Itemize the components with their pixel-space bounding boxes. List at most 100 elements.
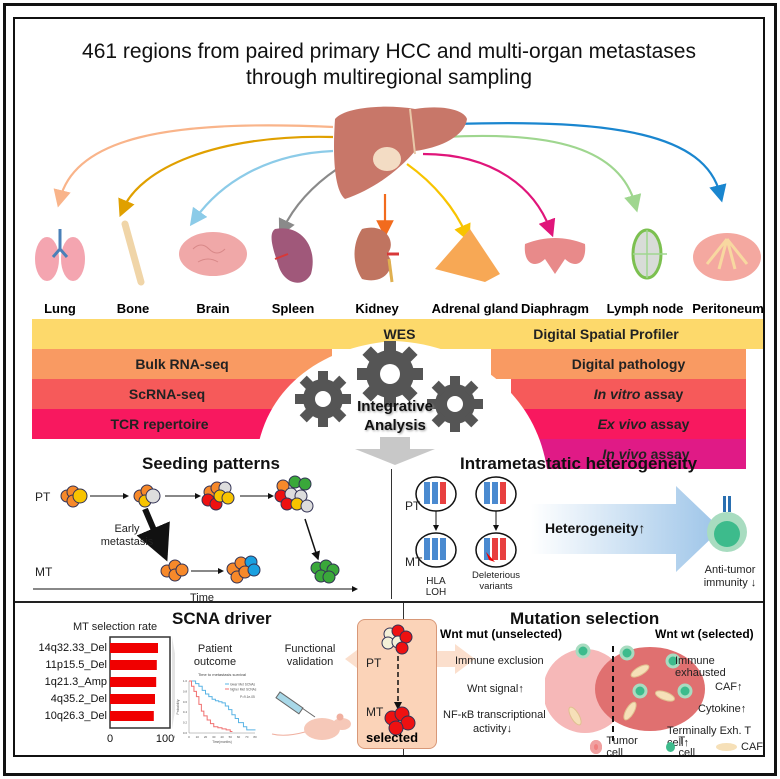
figure-outer-frame <box>3 3 777 776</box>
syringe-icon <box>275 691 316 718</box>
hla-mt-cell <box>415 532 457 568</box>
mt-clone-1 <box>160 559 189 582</box>
x-tick-label: 100% <box>156 733 175 745</box>
cell-legend: Tumor cell T cell CAF <box>590 735 763 757</box>
main-title: 461 regions from paired primary HCC and … <box>15 39 763 91</box>
het-mt-label: MT <box>405 555 423 569</box>
box-pt-label: PT <box>366 656 382 670</box>
integrative-dome <box>255 341 547 469</box>
hla-pt-cell <box>415 476 457 512</box>
organ-label-lung: Lung <box>44 301 76 316</box>
tumor-spot <box>373 147 401 171</box>
pt-clone-1 <box>60 485 88 508</box>
organ-label-adrenal-gland: Adrenal gland <box>431 301 519 316</box>
method-in-vivo-assay: In vivo assay <box>526 439 746 469</box>
liver-icon <box>334 106 467 199</box>
km-title: Time to metastasis survival <box>198 672 246 677</box>
gear-icon-right <box>427 376 483 432</box>
pt-clone-3 <box>201 481 235 511</box>
method-scrna-seq: ScRNA-seq <box>32 379 302 409</box>
x-tick-label: 0 <box>107 733 113 745</box>
km-x-tick: 0 <box>188 735 190 739</box>
km-x-tick: 80 <box>253 735 257 739</box>
arrow-bone <box>118 135 334 218</box>
lung-icon <box>35 229 85 281</box>
seeding-mt-label: MT <box>35 565 53 579</box>
middle-divider <box>391 469 392 599</box>
method-ex-vivo-assay: Ex vivo assay <box>521 409 746 439</box>
diaphragm-icon <box>524 238 586 274</box>
t-cell-legend-icon <box>665 742 675 752</box>
pt-clone-4 <box>274 475 314 513</box>
km-x-tick: 70 <box>245 735 249 739</box>
hla-loh-label: HLA LOH <box>425 576 447 598</box>
zoom-chevron <box>172 637 175 729</box>
adrenal-gland-icon <box>435 229 500 282</box>
seeding-diagram <box>33 475 358 592</box>
scna-driver-title: SCNA driver <box>172 609 272 628</box>
km-x-tick: 30 <box>212 735 216 739</box>
legend-caf: CAF <box>741 741 763 753</box>
wnt-mut-item-1: Immune exclusion <box>455 655 544 667</box>
title-line-1: 461 regions from paired primary HCC and … <box>82 40 696 63</box>
selection-rate-chart: 14q32.33_Del11p15.5_Del1q21.3_Amp4q35.2_… <box>38 636 175 745</box>
km-x-tick: 60 <box>237 735 241 739</box>
bar-label: 4q35.2_Del <box>51 693 107 705</box>
seeding-pt-label: PT <box>35 490 51 504</box>
graphical-abstract: 461 regions from paired primary HCC and … <box>13 17 765 757</box>
organ-label-peritoneum: Peritoneum <box>692 301 764 316</box>
km-pvalue: P=9.1e-05 <box>240 695 255 699</box>
seeding-patterns-title: Seeding patterns <box>142 454 280 473</box>
arrow-lung <box>53 124 334 208</box>
pt-clone-2 <box>133 484 161 508</box>
selection-box: PT MT selected <box>357 619 437 749</box>
wnt-wt-item-2: CAF↑ <box>715 681 743 693</box>
heterogeneity-label: Heterogeneity↑ <box>545 520 646 536</box>
method-digital-spatial-profiler: Digital Spatial Profiler <box>466 319 746 349</box>
het-pt-label: PT <box>405 499 421 513</box>
legend-t-cell: T cell <box>678 735 696 757</box>
arrow-adrenal <box>406 163 471 243</box>
method-tcr-repertoire: TCR repertoire <box>32 409 287 439</box>
bone-icon <box>121 220 145 286</box>
selected-label: selected <box>366 730 419 745</box>
down-arrow-icon <box>355 437 435 465</box>
spleen-icon <box>271 228 313 283</box>
km-y-tick: 0.4 <box>183 710 188 714</box>
method-bulk-rna-seq: Bulk RNA-seq <box>32 349 332 379</box>
wnt-wt-item-1: Immune exhausted <box>675 655 726 679</box>
bar <box>110 643 158 653</box>
organ-icons <box>35 220 761 286</box>
organ-label-lymph-node: Lymph node <box>606 301 684 316</box>
km-y-label: Probability <box>176 699 180 714</box>
mt-clone-selected <box>384 706 416 736</box>
km-y-tick: 0.6 <box>183 700 188 704</box>
organ-label-kidney: Kidney <box>355 301 399 316</box>
km-legend-label: higher Met SCNAs <box>230 688 257 692</box>
bar <box>110 677 157 687</box>
peritoneum-icon <box>693 233 761 281</box>
bar <box>110 711 154 721</box>
lightning-icon <box>486 552 495 562</box>
arrow-brain <box>189 149 334 227</box>
method-digital-pathology: Digital pathology <box>491 349 746 379</box>
km-x-tick: 50 <box>229 735 233 739</box>
t-cell-icon <box>707 496 747 552</box>
km-y-tick: 1.0 <box>183 679 188 683</box>
title-line-2: through multiregional sampling <box>246 66 532 89</box>
integrative-analysis-label: Integrative Analysis <box>357 398 433 434</box>
tumor-microenvironment <box>545 643 705 741</box>
km-x-label: Time(months) <box>212 740 232 744</box>
del-pt-cell <box>475 476 517 512</box>
wnt-wt-item-3: Cytokine↑ <box>698 703 747 715</box>
km-y-tick: 0.2 <box>183 721 188 725</box>
tumor-cell-icon <box>590 740 603 754</box>
gear-icons <box>295 341 483 432</box>
t-cells <box>575 643 693 699</box>
bar <box>110 660 157 670</box>
